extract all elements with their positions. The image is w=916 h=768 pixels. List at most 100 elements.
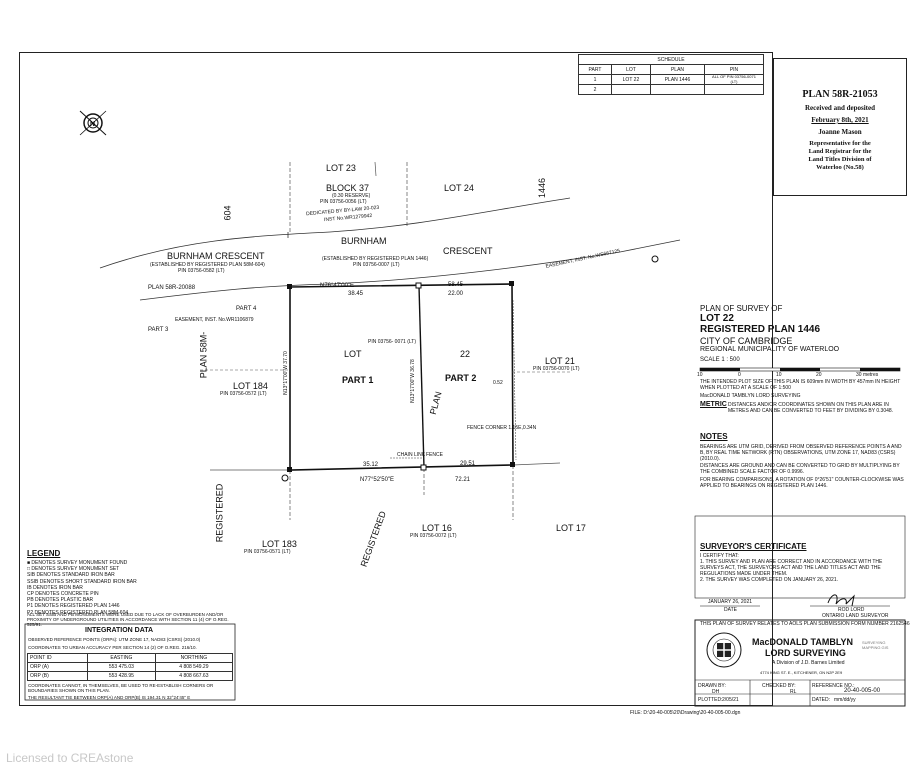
plotted-label: PLOTTED: [698, 697, 723, 703]
metric-text: DISTANCES AND/OR COORDINATES SHOWN ON TH… [728, 402, 894, 414]
lot-pin: PIN 03756-0070 (LT) [533, 366, 580, 372]
scale-tick: 10 [776, 372, 782, 378]
legend-item: □ DENOTES SURVEY MONUMENT SET [27, 566, 120, 573]
plotted-value: 2/05/21 [722, 697, 739, 703]
firm-name-small: MacDONALD TAMBLYN LORD SURVEYING [700, 393, 801, 399]
firm-logo-icon [706, 632, 742, 668]
lot-pin: PIN 03756-0072 (LT) [410, 533, 457, 539]
street-name: CRESCENT [443, 246, 493, 256]
lot-label: LOT 21 [545, 356, 575, 366]
scale-tick: 0 [738, 372, 741, 378]
schedule-cell [610, 84, 652, 95]
schedule-header: PIN [704, 64, 764, 75]
part-1-label: PART 1 [342, 375, 374, 385]
schedule-header: LOT [610, 64, 652, 75]
plan-label: PLAN 58M- [198, 331, 209, 379]
reference-label: REFERENCE NO.: [812, 683, 855, 689]
legend-item: P2 DENOTES REGISTERED PLAN 58M-604 [27, 609, 129, 616]
legend-list: ■ DENOTES SURVEY MONUMENT FOUND □ DENOTE… [27, 560, 137, 616]
schedule-cell: LOT 22 [610, 74, 652, 85]
surveyor-signature [827, 594, 855, 607]
lot-label: LOT 24 [444, 183, 474, 193]
certificate-title: SURVEYOR'S CERTIFICATE [700, 542, 807, 551]
pin-label: PIN 03756- 0071 (LT) [368, 339, 416, 345]
scale-bar [699, 367, 901, 372]
lot-label: LOT 17 [556, 523, 586, 533]
title-city: CITY OF CAMBRIDGE [700, 336, 793, 346]
integ-cell: 553 428.95 [86, 671, 156, 681]
distance-label: 22.00 [448, 291, 464, 297]
integ-header: POINT ID [27, 653, 88, 663]
reference-value: 20-40-005-00 [844, 688, 881, 694]
lot-label: LOT 184 [233, 381, 268, 391]
title-region: REGIONAL MUNICIPALITY OF WATERLOO [700, 346, 840, 353]
fence-corner-label: FENCE CORNER 1.15E,0.34N [467, 425, 537, 431]
rep-line: Waterloo (No.58) [816, 164, 864, 171]
legend-item: P1 DENOTES REGISTERED PLAN 1446 [27, 603, 120, 610]
street-name: BURNHAM [341, 236, 387, 246]
note-item: FOR BEARING COMPARISONS, A ROTATION OF 0… [700, 477, 904, 489]
legend-item: SIB DENOTES STANDARD IRON BAR [27, 572, 115, 579]
surveyor-name: ROD LORD [838, 607, 865, 613]
plan-ref: PLAN 58R-20088 [148, 285, 196, 291]
lot-label: LOT [344, 349, 362, 359]
integ-cell: 4 808 667.63 [154, 671, 234, 681]
bearing-label: N13°17'00"W 37.70 [282, 351, 289, 395]
distance-label: 35.12 [363, 462, 379, 468]
schedule-table: SCHEDULE PART LOT PLAN PIN 1 LOT 22 PLAN… [578, 54, 764, 95]
block-sub: (0.30 RESERVE) [332, 193, 371, 199]
firm-sub: A Division of J.D. Barnes Limited [772, 660, 845, 666]
lot-label: LOT 16 [422, 523, 452, 533]
deposit-name: Joanne Mason [818, 128, 862, 136]
street-sub: (ESTABLISHED BY REGISTERED PLAN 1446) [322, 256, 429, 262]
legend-item: IB DENOTES IRON BAR [27, 584, 83, 591]
title-line: PLAN OF SURVEY OF [700, 304, 783, 313]
scale-tick: 10 [697, 372, 703, 378]
dated-value: mm/dd/yy [834, 697, 856, 703]
date-label: DATE [724, 607, 737, 613]
integ-row: ORP (A) 553 475.03 4 808 549.29 [27, 662, 234, 672]
integ-cell: ORP (B) [27, 671, 88, 681]
received-text: Received and deposited [805, 104, 875, 112]
schedule-cell: ALL OF PIN 03756-0071 (LT) [704, 74, 764, 85]
schedule-cell: 1 [578, 74, 612, 85]
scale-text: SCALE 1 : 500 [700, 357, 740, 363]
checked-label: CHECKED BY: [762, 683, 796, 689]
part-2-label: PART 2 [445, 373, 477, 383]
lot-label: LOT 183 [262, 539, 297, 549]
schedule-header: PART [578, 64, 612, 75]
integ-header: EASTING [86, 653, 156, 663]
integration-row: OBSERVED REFERENCE POINTS (ORPs): UTM ZO… [28, 637, 201, 642]
bearing-label: N77°52'50"E [360, 477, 395, 483]
certificate-item: 2. THE SURVEY WAS COMPLETED ON JANUARY 2… [700, 577, 839, 583]
legend-footnote: ALL SET SSIB AND PB MONUMENTS WERE USED … [27, 612, 229, 627]
drawn-value: DH [712, 689, 720, 695]
license-watermark: Licensed to CREAstone [6, 751, 134, 765]
easement-label: EASEMENT, INST. No.WR1106879 [175, 317, 254, 323]
integration-tie: THE RESULTANT TIE BETWEEN ORP(A) AND ORP… [28, 695, 191, 700]
bearing-label: N76°47'00"E [320, 283, 355, 289]
fence-label: CHAIN LINK [397, 452, 426, 458]
plot-size-note: THE INTENDED PLOT SIZE OF THIS PLAN IS 6… [700, 379, 901, 391]
street-sub: (ESTABLISHED BY REGISTERED PLAN 58M-604) [150, 262, 265, 268]
certificate-item: 1. THIS SURVEY AND PLAN ARE CORRECT AND … [700, 559, 883, 577]
aols-text: THIS PLAN OF SURVEY RELATES TO AOLS PLAN… [700, 621, 910, 627]
deposit-date: February 8th, 2021 [811, 116, 869, 124]
integ-cell: 4 808 549.29 [154, 662, 234, 672]
lot-pin: PIN 03756-0571 (LT) [244, 549, 291, 555]
part-label: PART 4 [236, 306, 257, 312]
lot-pin: PIN 03756-0572 (LT) [220, 391, 267, 397]
rep-line: Land Registrar for the [808, 148, 872, 155]
title-plan: REGISTERED PLAN 1446 [700, 324, 821, 335]
integration-title: INTEGRATION DATA [85, 627, 154, 634]
legend-title: LEGEND [27, 549, 61, 558]
firm-name: MacDONALD TAMBLYN [752, 637, 854, 647]
legend-item: CP DENOTES CONCRETE PIN [27, 591, 99, 598]
metric-label: METRIC [700, 401, 727, 408]
firm-tagline: SURVEYING MAPPING GIS [862, 640, 889, 650]
schedule-cell [650, 84, 705, 95]
fence-label: FENCE [426, 452, 443, 458]
integ-row: ORP (B) 553 428.95 4 808 667.63 [27, 671, 234, 681]
integration-note: COORDINATES CANNOT, IN THEMSELVES, BE US… [28, 683, 214, 693]
